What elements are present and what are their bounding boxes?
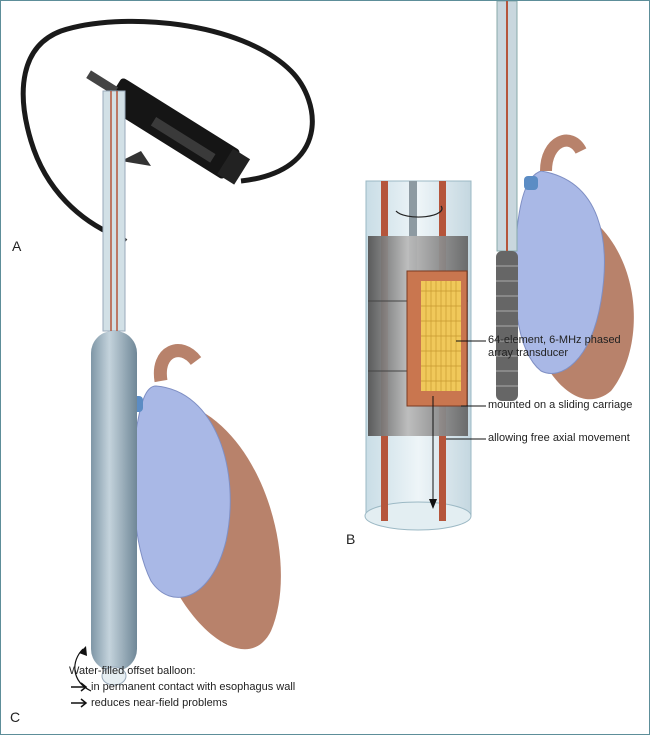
panel-label-b: B — [346, 531, 356, 547]
annotation-transducer-2: array transducer — [488, 347, 569, 359]
transducer-cutaway — [364, 180, 486, 531]
annotation-carriage: mounted on a sliding carriage — [488, 399, 633, 411]
heart-c — [129, 344, 281, 650]
balloon-probe-c — [71, 90, 137, 708]
panel-label-a: A — [12, 238, 22, 254]
annotation-axial: allowing free axial movement — [488, 432, 630, 444]
tee-probe-photo — [20, 18, 315, 243]
annotation-transducer-1: 64-element, 6-MHz phased — [488, 334, 621, 346]
balloon-point-2: reduces near-field problems — [91, 697, 228, 709]
probe-shaft-b — [496, 1, 518, 401]
balloon-title: Water-filled offset balloon: — [69, 665, 196, 677]
balloon-point-1: in permanent contact with esophagus wall — [91, 681, 296, 693]
heart-b — [513, 134, 634, 400]
panel-label-c: C — [10, 709, 21, 725]
